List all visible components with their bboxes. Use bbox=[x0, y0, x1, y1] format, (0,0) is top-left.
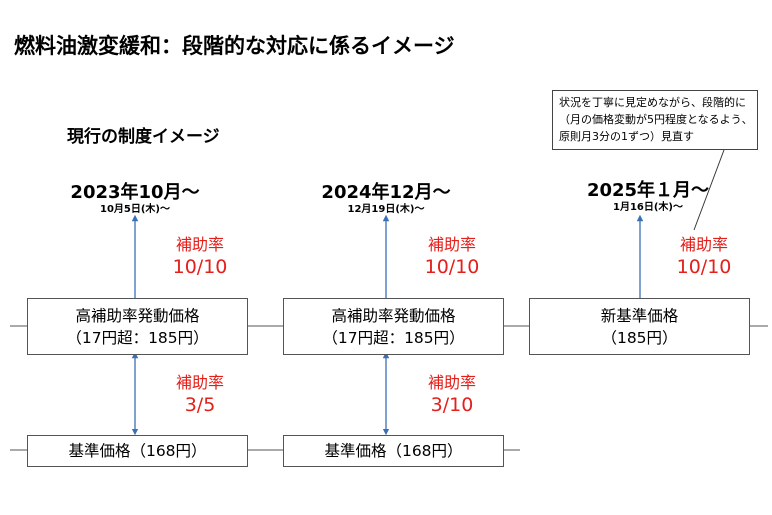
phase1-date-sub: 10月5日(木)～ bbox=[99, 204, 170, 215]
phase1-high-rate-trigger-price-box: 高補助率発動価格 （17円超：185円） bbox=[27, 298, 248, 355]
rate-label: 補助率 bbox=[175, 373, 224, 392]
rate-value: 10/10 bbox=[172, 256, 228, 278]
current-system-subtitle: 現行の制度イメージ bbox=[67, 127, 220, 147]
box-line: 新基準価格 bbox=[600, 306, 679, 325]
phase1-date: 2023年10月～ bbox=[70, 182, 200, 203]
phase3-upper-rate: 補助率 10/10 bbox=[664, 234, 744, 278]
box-line: 高補助率発動価格 bbox=[75, 306, 200, 325]
phase3-new-base-price-box: 新基準価格 （185円） bbox=[529, 298, 750, 355]
phase1-base-price-box: 基準価格（168円） bbox=[27, 435, 248, 467]
phase2-base-price-box: 基準価格（168円） bbox=[283, 435, 504, 467]
rate-value: 3/10 bbox=[430, 394, 474, 416]
page-title: 燃料油激変緩和：段階的な対応に係るイメージ bbox=[14, 34, 455, 58]
callout-line: 状況を丁寧に見定めながら、段階的に bbox=[559, 96, 746, 109]
callout-pointer bbox=[693, 149, 725, 231]
phase1-upper-rate: 補助率 10/10 bbox=[160, 234, 240, 278]
phase3-date-sub: 1月16日(木)～ bbox=[612, 202, 683, 213]
phase1-lower-rate: 補助率 3/5 bbox=[160, 372, 240, 416]
phase2-date: 2024年12月～ bbox=[321, 182, 451, 203]
rate-label: 補助率 bbox=[427, 235, 476, 254]
rate-label: 補助率 bbox=[427, 373, 476, 392]
phase2-upper-rate: 補助率 10/10 bbox=[412, 234, 492, 278]
box-line: 高補助率発動価格 bbox=[331, 306, 456, 325]
phase3-date: 2025年１月～ bbox=[586, 180, 710, 201]
callout-line: 原則月3分の1ずつ）見直す bbox=[559, 130, 694, 143]
rate-value: 10/10 bbox=[676, 256, 732, 278]
phase2-lower-rate: 補助率 3/10 bbox=[412, 372, 492, 416]
rate-label: 補助率 bbox=[175, 235, 224, 254]
rate-value: 10/10 bbox=[424, 256, 480, 278]
box-line: （17円超：185円） bbox=[322, 328, 465, 347]
rate-value: 3/5 bbox=[184, 394, 216, 416]
callout-line: （月の価格変動が5円程度となるよう、 bbox=[559, 113, 753, 126]
callout-box: 状況を丁寧に見定めながら、段階的に （月の価格変動が5円程度となるよう、 原則月… bbox=[552, 90, 758, 150]
box-line: （17円超：185円） bbox=[66, 328, 209, 347]
phase2-date-sub: 12月19日(木)～ bbox=[347, 204, 425, 215]
phase2-high-rate-trigger-price-box: 高補助率発動価格 （17円超：185円） bbox=[283, 298, 504, 355]
rate-label: 補助率 bbox=[679, 235, 728, 254]
box-line: （185円） bbox=[601, 328, 678, 347]
